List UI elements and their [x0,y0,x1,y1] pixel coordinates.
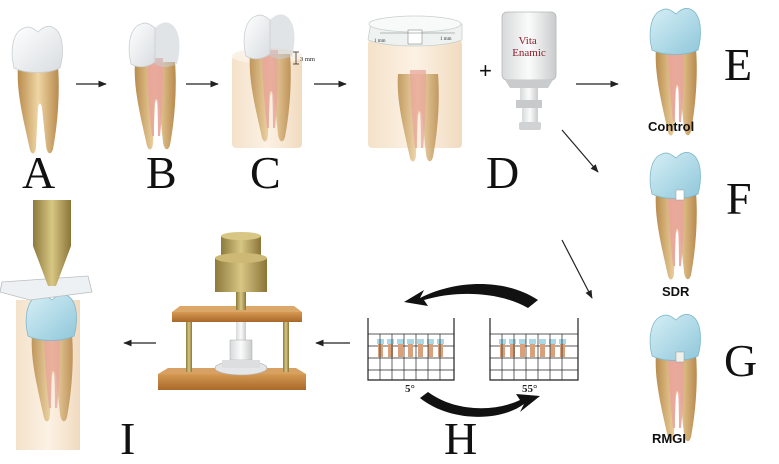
prepared-specimen: 1 mm 1 mm [367,15,463,162]
vita-enamic-label: Vita Enamic [512,35,546,59]
tooth-a [11,25,63,154]
panel-label-h: H [444,413,478,464]
panel-label-e: E [724,39,753,90]
panel-label-g: G [724,335,758,386]
tooth-i-loaded [0,200,93,450]
bath-cold [367,318,455,381]
temp-cold-label: 5° [405,383,415,395]
vita-enamic-block: Vita Enamic [501,11,557,130]
panel-label-f: F [726,173,752,224]
panel-label-c: C [250,147,281,198]
cycle-arrow-top [404,284,538,308]
panel-label-b: B [146,147,177,198]
process-arrows [76,80,619,347]
tooth-c-mounted [232,14,302,148]
panel-label-d: D [486,147,520,198]
svg-text:1 mm: 1 mm [440,37,452,42]
tooth-g-rmgi [649,313,701,442]
tooth-b [128,22,180,150]
cycle-arrow-bottom [420,392,540,417]
group-label-control: Control [648,119,695,134]
group-label-rmgi: RMGI [652,431,686,446]
panel-label-a: A [22,147,56,198]
group-label-sdr: SDR [662,284,690,299]
tooth-f-sdr [649,151,701,280]
testing-machine [158,232,306,390]
measurement-label: 3 mm [300,56,315,63]
panel-label-i: I [120,413,136,464]
plus-sign: + [479,58,492,83]
tooth-e-control [649,7,701,136]
temp-hot-label: 55° [522,383,538,395]
svg-text:1 mm: 1 mm [374,39,386,44]
bath-hot [489,318,579,381]
